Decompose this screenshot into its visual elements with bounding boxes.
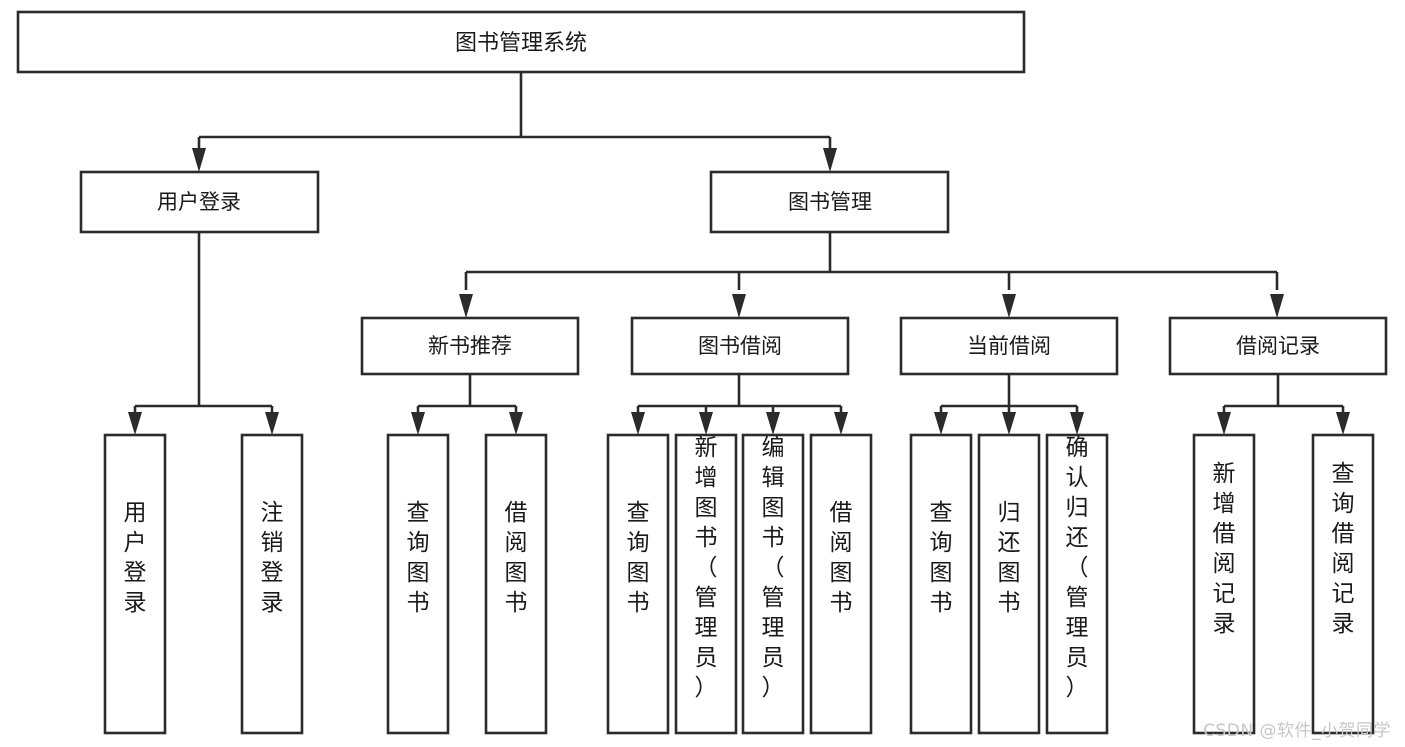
connector-layer bbox=[128, 72, 1350, 435]
node-borrow-record-box[interactable] bbox=[1168, 316, 1388, 376]
leaf-borrow-add-book-box[interactable] bbox=[674, 433, 738, 735]
arrow-newbook-leaf-2 bbox=[509, 412, 523, 435]
node-book-manage-box[interactable] bbox=[709, 170, 950, 234]
node-current-borrow-label: 当前借阅 bbox=[967, 334, 1051, 358]
arrow-to-user-login bbox=[192, 148, 206, 172]
node-new-book-recommend[interactable]: 新书推荐 bbox=[360, 316, 580, 376]
leaf-newbook-borrow-book-box[interactable] bbox=[484, 433, 548, 735]
arrow-to-book-manage bbox=[823, 148, 837, 172]
leaf-newbook-query-book[interactable]: 查询图书 bbox=[386, 433, 450, 735]
leaf-record-add-label: 新增借阅记录 bbox=[1213, 461, 1236, 637]
leaf-borrow-add-book-label: 新增图书（管理员） bbox=[695, 435, 718, 701]
leaf-current-confirm-return-box[interactable] bbox=[1045, 433, 1109, 735]
leaf-record-query-box[interactable] bbox=[1311, 433, 1375, 735]
arrow-borrowrecord-leaf-1 bbox=[1217, 412, 1231, 435]
arrow-newbook-leaf-1 bbox=[411, 412, 425, 435]
node-current-borrow-box[interactable] bbox=[899, 316, 1119, 376]
leaf-newbook-query-book-box[interactable] bbox=[386, 433, 450, 735]
node-root-label: 图书管理系统 bbox=[455, 31, 587, 56]
arrow-bookborrow-leaf-1 bbox=[631, 412, 645, 435]
leaf-newbook-borrow-book[interactable]: 借阅图书 bbox=[484, 433, 548, 735]
leaf-borrow-borrow-book-box[interactable] bbox=[809, 433, 873, 735]
node-book-borrow-label: 图书借阅 bbox=[698, 334, 782, 358]
leaf-current-query-book-label: 查询图书 bbox=[930, 500, 953, 616]
csdn-watermark: CSDN @软件_小贺同学 bbox=[1203, 721, 1391, 741]
node-root[interactable]: 图书管理系统 bbox=[16, 10, 1026, 74]
node-book-borrow-box[interactable] bbox=[630, 316, 850, 376]
leaf-borrow-borrow-book[interactable]: 借阅图书 bbox=[809, 433, 873, 735]
leaf-logout[interactable]: 注销登录 bbox=[240, 433, 304, 735]
arrow-to-current-borrow bbox=[1002, 294, 1016, 318]
leaf-newbook-query-book-label: 查询图书 bbox=[407, 500, 430, 616]
leaf-borrow-edit-book-label: 编辑图书（管理员） bbox=[762, 435, 785, 701]
leaf-user-login-box[interactable] bbox=[103, 433, 167, 735]
leaf-record-add-box[interactable] bbox=[1192, 433, 1256, 735]
arrow-currentborrow-leaf-2 bbox=[1002, 412, 1016, 435]
arrow-bookborrow-leaf-3 bbox=[766, 412, 780, 435]
leaf-borrow-query-book[interactable]: 查询图书 bbox=[606, 433, 670, 735]
leaf-user-login-label: 用户登录 bbox=[124, 500, 147, 616]
leaf-current-return-book[interactable]: 归还图书 bbox=[977, 433, 1041, 735]
node-root-box[interactable] bbox=[16, 10, 1026, 74]
leaf-current-confirm-return[interactable]: 确认归还（管理员） bbox=[1045, 433, 1109, 735]
arrow-bookborrow-leaf-4 bbox=[834, 412, 848, 435]
leaf-newbook-borrow-book-label: 借阅图书 bbox=[505, 500, 528, 616]
leaf-current-query-book-box[interactable] bbox=[909, 433, 973, 735]
leaf-record-query-label: 查询借阅记录 bbox=[1332, 461, 1355, 637]
node-user-login-label: 用户登录 bbox=[157, 190, 241, 214]
leaf-current-confirm-return-label: 确认归还（管理员） bbox=[1066, 435, 1089, 701]
leaf-user-login[interactable]: 用户登录 bbox=[103, 433, 167, 735]
node-new-book-recommend-box[interactable] bbox=[360, 316, 580, 376]
leaf-borrow-borrow-book-label: 借阅图书 bbox=[830, 500, 853, 616]
node-book-borrow[interactable]: 图书借阅 bbox=[630, 316, 850, 376]
node-book-manage[interactable]: 图书管理 bbox=[709, 170, 950, 234]
leaf-current-return-book-box[interactable] bbox=[977, 433, 1041, 735]
leaf-borrow-edit-book[interactable]: 编辑图书（管理员） bbox=[741, 433, 805, 735]
arrow-to-leaf-user-login bbox=[128, 412, 142, 435]
node-current-borrow[interactable]: 当前借阅 bbox=[899, 316, 1119, 376]
node-borrow-record-label: 借阅记录 bbox=[1236, 334, 1320, 358]
node-book-manage-label: 图书管理 bbox=[788, 190, 872, 214]
arrow-bookborrow-leaf-2 bbox=[699, 412, 713, 435]
node-new-book-recommend-label: 新书推荐 bbox=[428, 334, 512, 358]
node-borrow-record[interactable]: 借阅记录 bbox=[1168, 316, 1388, 376]
leaf-record-query[interactable]: 查询借阅记录 bbox=[1311, 433, 1375, 735]
leaf-borrow-query-book-label: 查询图书 bbox=[627, 500, 650, 616]
arrow-to-leaf-logout bbox=[265, 412, 279, 435]
node-user-login[interactable]: 用户登录 bbox=[79, 170, 320, 234]
arrow-to-book-borrow bbox=[732, 294, 746, 318]
leaf-borrow-add-book[interactable]: 新增图书（管理员） bbox=[674, 433, 738, 735]
arrow-to-borrow-record bbox=[1270, 294, 1284, 318]
leaf-record-add[interactable]: 新增借阅记录 bbox=[1192, 433, 1256, 735]
leaf-current-query-book[interactable]: 查询图书 bbox=[909, 433, 973, 735]
node-user-login-box[interactable] bbox=[79, 170, 320, 234]
arrow-to-new-book-recommend bbox=[459, 294, 473, 318]
arrow-borrowrecord-leaf-2 bbox=[1336, 412, 1350, 435]
arrow-currentborrow-leaf-1 bbox=[934, 412, 948, 435]
leaf-logout-label: 注销登录 bbox=[261, 500, 284, 616]
leaf-borrow-query-book-box[interactable] bbox=[606, 433, 670, 735]
arrow-currentborrow-leaf-3 bbox=[1070, 412, 1084, 435]
leaf-borrow-edit-book-box[interactable] bbox=[741, 433, 805, 735]
leaf-current-return-book-label: 归还图书 bbox=[998, 500, 1021, 616]
leaf-logout-box[interactable] bbox=[240, 433, 304, 735]
